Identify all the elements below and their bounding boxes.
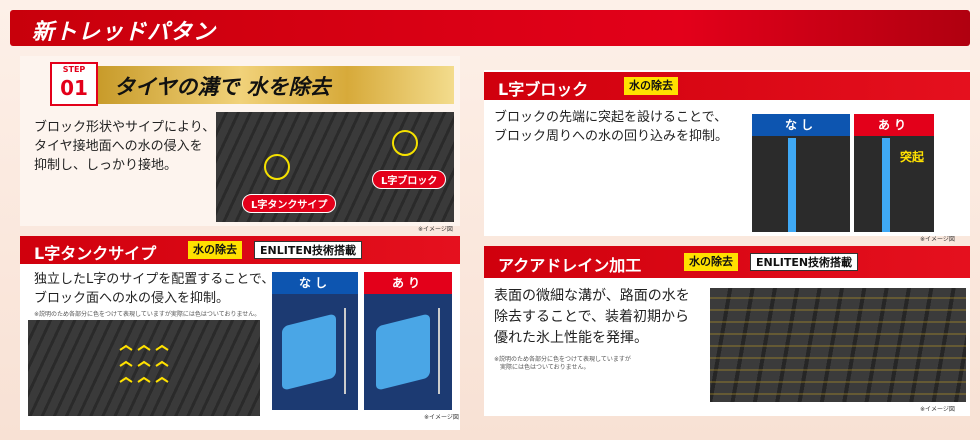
step-number: 01 (60, 76, 88, 100)
tank-sipe-compare-with: あり (364, 272, 452, 410)
top-banner: 新トレッドパタン (10, 10, 970, 46)
tank-sipe-desc-2: ブロック面への水の侵入を抑制。 (34, 291, 230, 306)
step-title-bar: タイヤの溝で 水を除去 (98, 66, 454, 104)
yellow-sipe-overlay (119, 344, 169, 383)
tank-sipe-tag-water: 水の除去 (188, 241, 242, 259)
down-arrow-icon (438, 308, 440, 394)
aqua-drain-tag-water: 水の除去 (684, 253, 738, 271)
compare-without-label: なし (272, 272, 358, 294)
tank-sipe-header: L字タンクサイプ 水の除去 ENLITEN技術搭載 (20, 236, 460, 264)
aqua-drain-caption: ※イメージ図 (920, 406, 955, 413)
step-desc-2: タイヤ接地面への水の侵入を (34, 139, 203, 154)
aqua-drain-note-2: 実際には色はついておりません。 (494, 364, 590, 371)
compare-with-label: あり (364, 272, 452, 294)
tank-sipe-caption: ※イメージ図 (424, 414, 459, 421)
compare-with-label: あり (854, 114, 934, 136)
step-label: STEP (62, 65, 86, 74)
l-block-compare-without: なし (752, 114, 850, 232)
step-badge: STEP 01 (50, 62, 98, 106)
sipe-marker-circle (264, 154, 290, 180)
l-block-tag-water: 水の除去 (624, 77, 678, 95)
tank-sipe-note: ※説明のため各部分に色をつけて表現していますが実際には色はついておりません。 (34, 311, 261, 318)
label-block: L字ブロック (372, 170, 447, 189)
l-block-desc-2: ブロック周りへの水の回り込みを抑制。 (494, 129, 729, 144)
block-marker-circle (392, 130, 418, 156)
aqua-drain-note-1: ※説明のため各部分に色をつけて表現していますが (494, 356, 631, 363)
tank-sipe-desc-1: 独立したL字のサイプを配置することで、 (34, 272, 275, 287)
label-sipe: L字タンクサイプ (242, 194, 337, 213)
l-block-header: L字ブロック 水の除去 (484, 72, 970, 100)
l-block-desc-1: ブロックの先端に突起を設けることで、 (494, 110, 728, 125)
tank-sipe-title: L字タンクサイプ (34, 244, 157, 263)
water-flow-illustration (882, 138, 890, 232)
compare-without-label: なし (752, 114, 850, 136)
block-illustration (376, 313, 430, 391)
bump-label: 突起 (900, 150, 925, 164)
l-block-compare-with: あり 突起 (854, 114, 934, 232)
aqua-drain-header: アクアドレイン加工 水の除去 ENLITEN技術搭載 (484, 246, 970, 278)
water-flow-illustration (788, 138, 796, 232)
step-tread-image: L字タンクサイプ L字ブロック (216, 112, 454, 222)
l-block-title: L字ブロック (498, 80, 589, 99)
step-caption: ※イメージ図 (418, 226, 453, 233)
aqua-drain-tread-image (710, 288, 966, 402)
step-desc-1: ブロック形状やサイプにより、 (34, 120, 216, 135)
aqua-drain-tag-enliten: ENLITEN技術搭載 (750, 253, 859, 271)
tank-sipe-tag-enliten: ENLITEN技術搭載 (254, 241, 363, 259)
fine-groove-overlay (710, 297, 966, 395)
l-block-caption: ※イメージ図 (920, 236, 955, 243)
down-arrow-icon (344, 308, 346, 394)
banner-title: 新トレッドパタン (32, 20, 217, 45)
aqua-drain-desc-3: 優れた氷上性能を発揮。 (494, 330, 648, 346)
step-desc-3: 抑制し、しっかり接地。 (34, 158, 178, 173)
tank-sipe-compare-without: なし (272, 272, 358, 410)
step-title: タイヤの溝で 水を除去 (114, 75, 331, 99)
aqua-drain-desc-2: 除去することで、装着初期から (494, 309, 690, 325)
block-illustration (282, 313, 336, 391)
aqua-drain-title: アクアドレイン加工 (498, 256, 642, 275)
tank-sipe-tread-image (28, 320, 260, 416)
aqua-drain-desc-1: 表面の微細な溝が、路面の水を (494, 288, 690, 304)
